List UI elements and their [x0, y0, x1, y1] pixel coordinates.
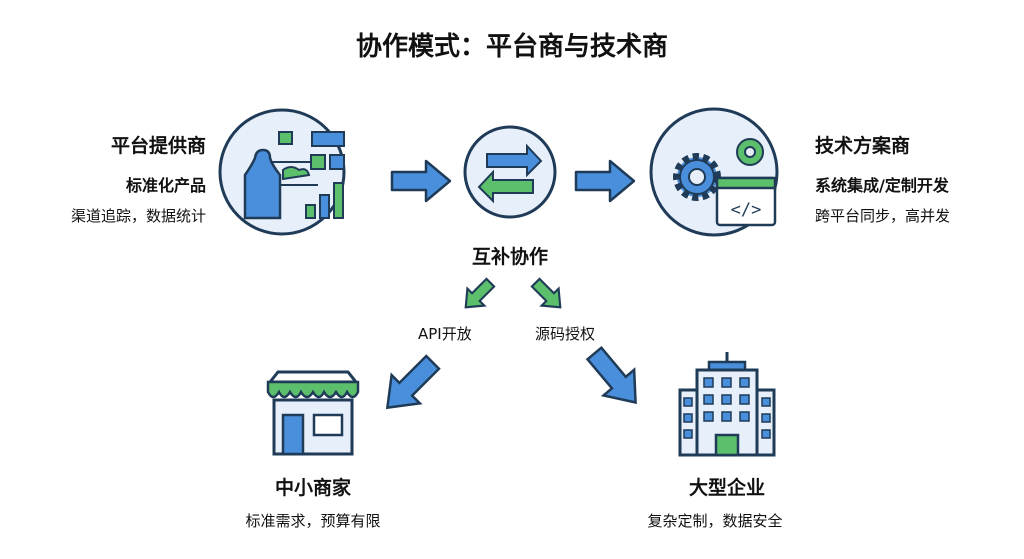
smb-name: 中小商家 — [274, 477, 351, 499]
arrow-right-icon — [574, 159, 636, 203]
exchange-icon — [463, 125, 557, 219]
shop-icon — [266, 370, 360, 456]
enterprise-name: 大型企业 — [688, 477, 765, 499]
platform-desc: 渠道追踪，数据统计 — [70, 207, 206, 225]
source-license-label: 源码授权 — [535, 325, 596, 343]
smb-desc: 标准需求，预算有限 — [245, 512, 381, 530]
tech-icon: </> — [649, 107, 779, 237]
arrow-right-icon — [390, 159, 452, 203]
api-label: API开放 — [418, 325, 472, 343]
tech-name: 技术方案商 — [815, 135, 911, 157]
page-title: 协作模式：平台商与技术商 — [355, 32, 668, 62]
enterprise-desc: 复杂定制，数据安全 — [647, 512, 783, 530]
center-label: 互补协作 — [471, 246, 548, 268]
arrow-down-right-icon — [585, 345, 637, 405]
platform-name: 平台提供商 — [110, 135, 206, 157]
svg-text:</>: </> — [731, 200, 762, 220]
arrow-down-left-icon — [385, 354, 441, 410]
arrow-down-right-icon — [530, 277, 562, 309]
platform-icon — [218, 108, 346, 236]
platform-subtitle: 标准化产品 — [125, 176, 206, 195]
building-icon — [678, 352, 776, 457]
tech-subtitle: 系统集成/定制开发 — [815, 176, 949, 195]
arrow-down-left-icon — [464, 277, 496, 309]
tech-desc: 跨平台同步，高并发 — [815, 207, 951, 225]
